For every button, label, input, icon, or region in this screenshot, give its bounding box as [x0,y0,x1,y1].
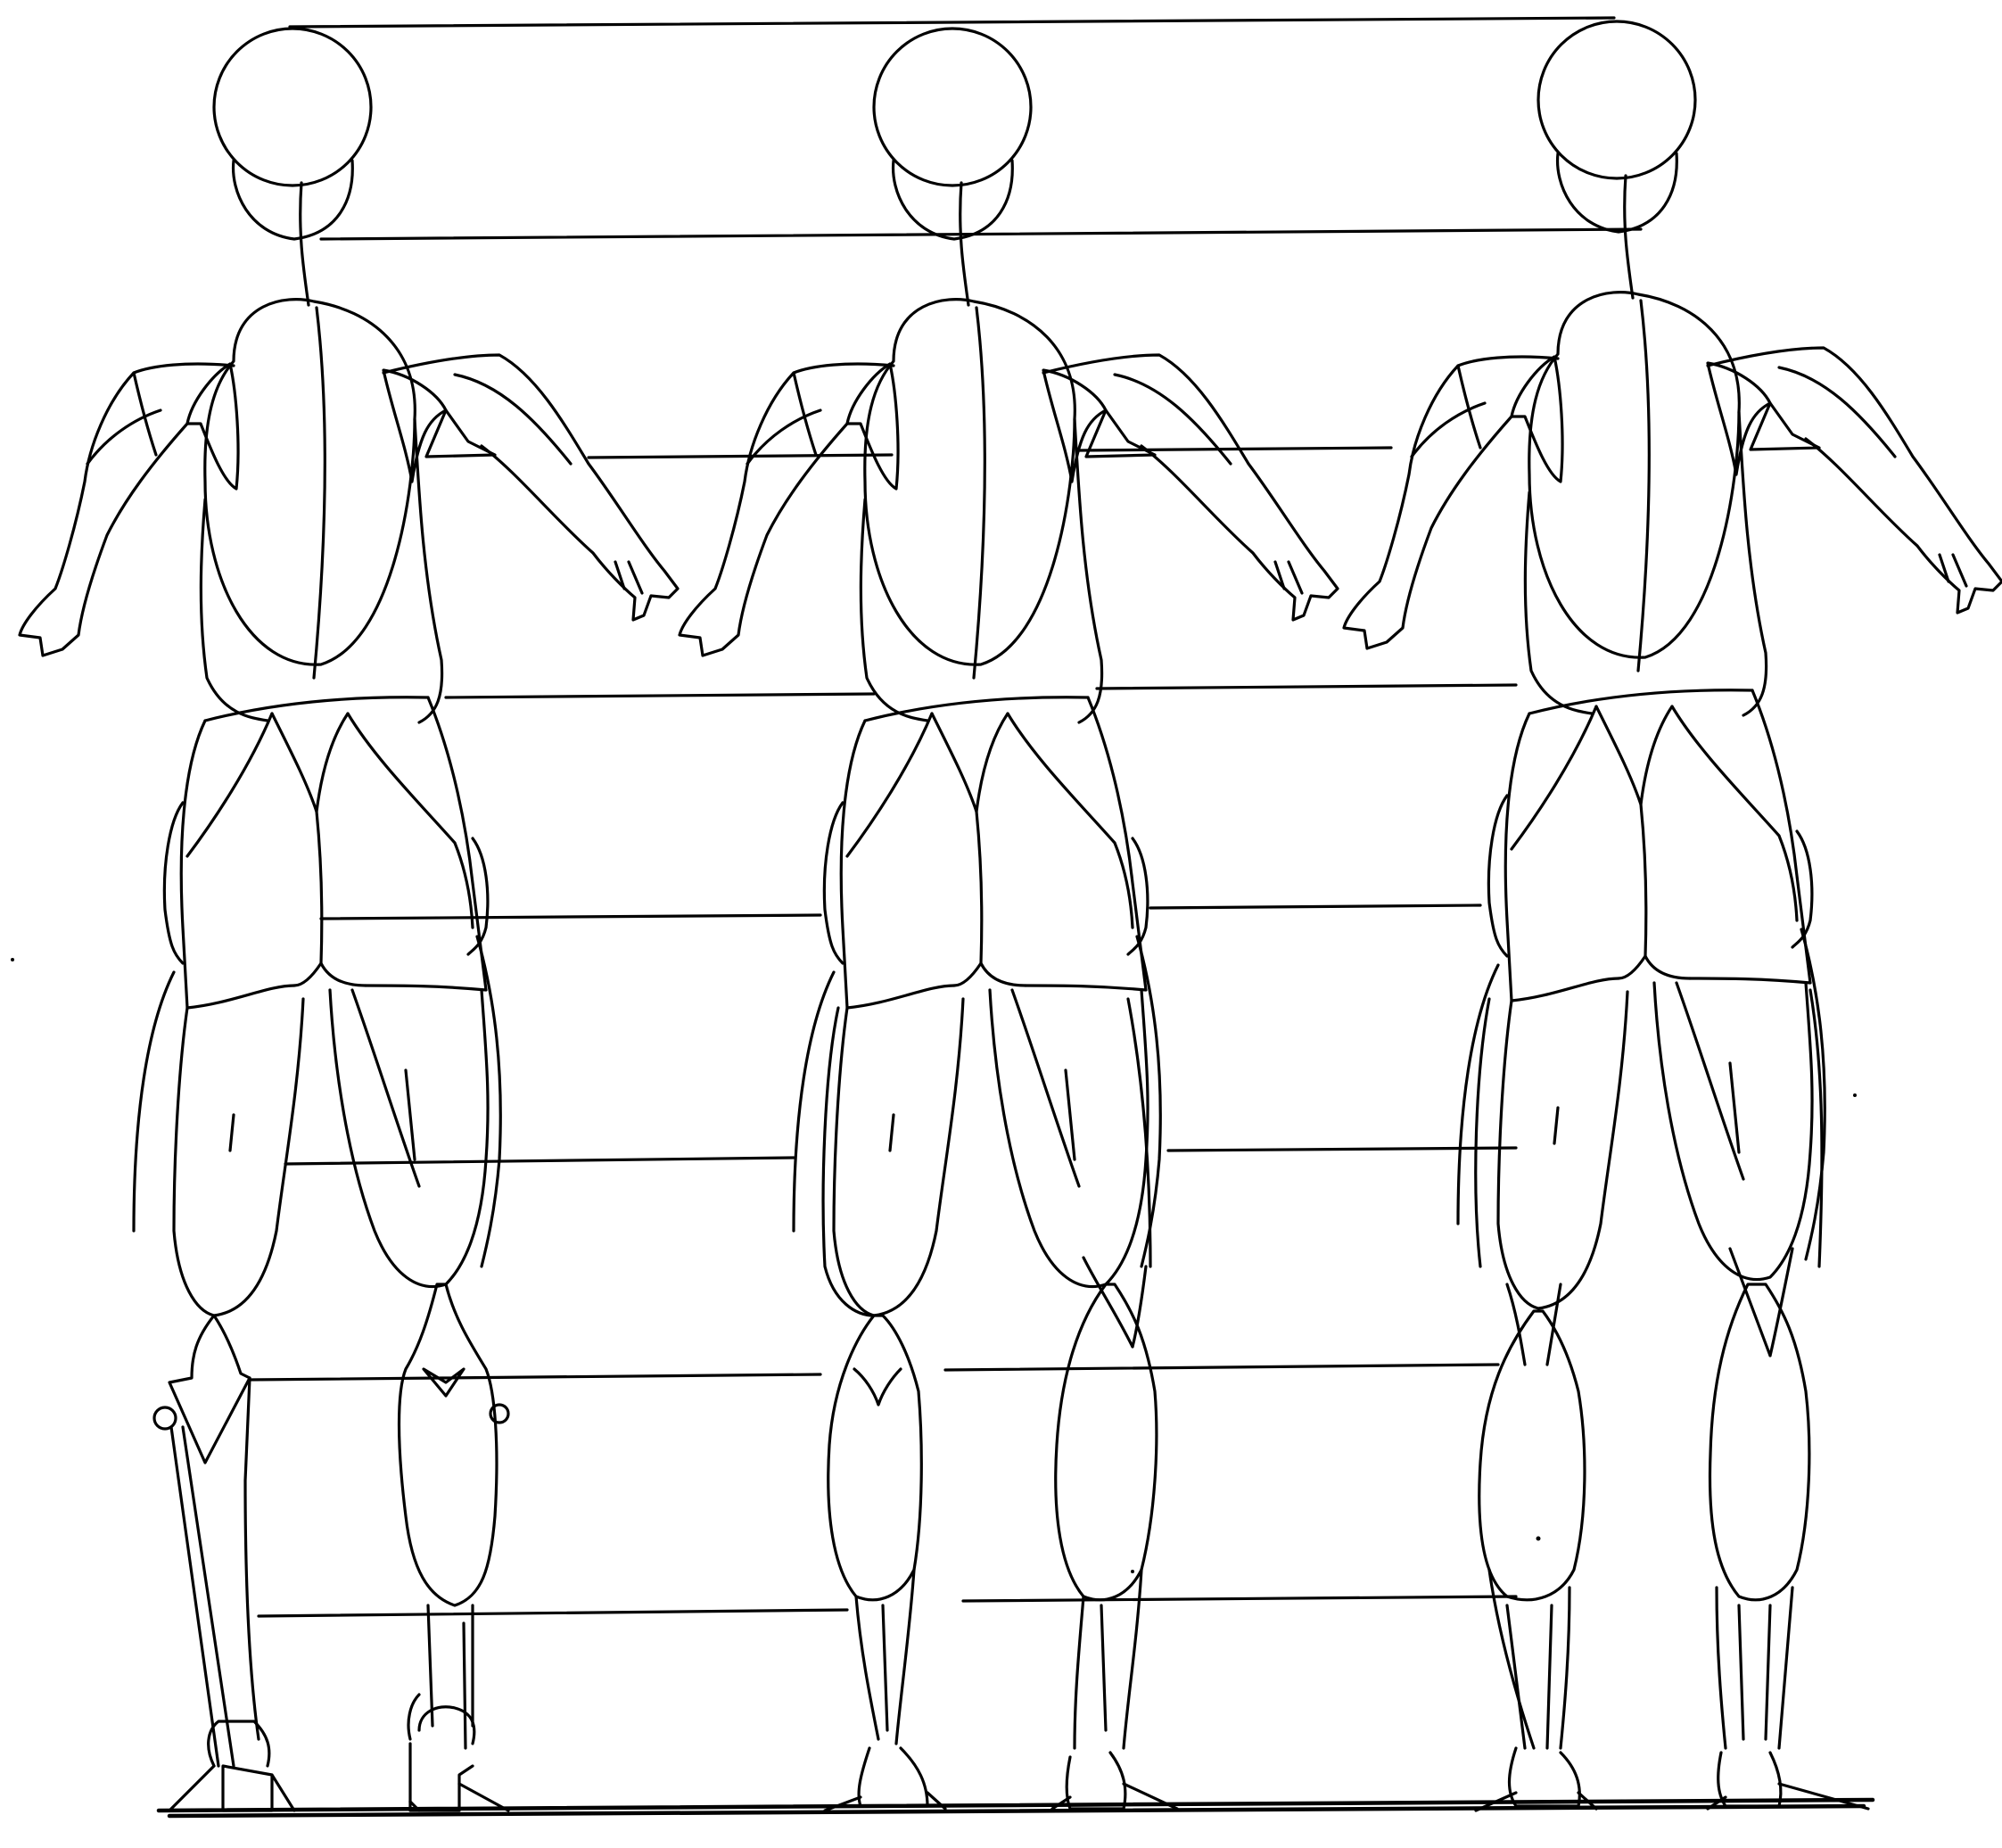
guide-line-waist [446,685,1516,697]
guide-line-thigh [285,1148,1516,1164]
guide-line-top [290,18,1614,27]
guide-line-chest [589,448,1391,458]
stray-marks [11,958,1857,1573]
guide-line-calf [259,1596,1516,1616]
guide-line-hip [321,905,1480,919]
figure-3-right [1344,21,2002,1811]
figure-2-middle [680,29,1338,1811]
proportion-guides [159,18,1873,1816]
